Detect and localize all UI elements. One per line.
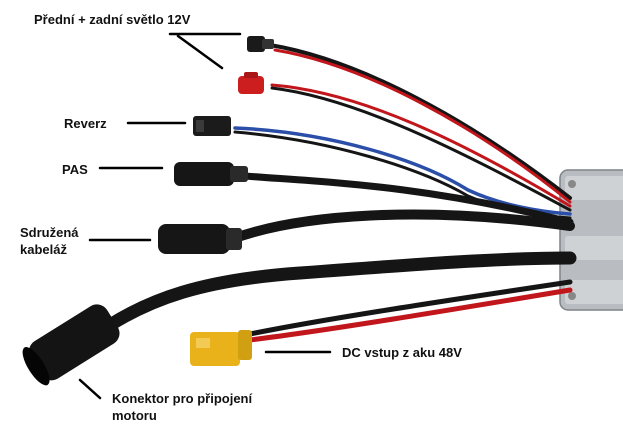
label-lights: Přední + zadní světlo 12V (34, 12, 191, 27)
label-combined-line1: Sdružená (20, 225, 79, 240)
combined-harness-connector (158, 224, 242, 254)
pas-cable (241, 172, 574, 226)
label-motor-line1: Konektor pro připojení (112, 391, 253, 406)
light-wires (268, 43, 572, 212)
pas-connector (174, 162, 248, 186)
motor-cable (103, 251, 577, 332)
reverse-wires (233, 126, 572, 220)
label-combined-line2: kabeláž (20, 242, 67, 257)
reverse-connector (193, 116, 231, 136)
dc-input-wires (247, 279, 573, 343)
pointer-motor (78, 378, 102, 400)
combined-harness-cable (230, 209, 575, 243)
light-connector-red (238, 72, 264, 94)
label-dc-input: DC vstup z aku 48V (342, 345, 462, 360)
label-pointers (78, 32, 332, 400)
motor-connector (22, 304, 120, 386)
dc-input-connector (190, 330, 252, 366)
label-reverse: Reverz (64, 116, 107, 131)
light-connector-black (247, 36, 274, 52)
pointer-lights-2 (176, 34, 224, 70)
controller-box (559, 169, 623, 311)
label-motor-line2: motoru (112, 408, 157, 423)
label-pas: PAS (62, 162, 88, 177)
